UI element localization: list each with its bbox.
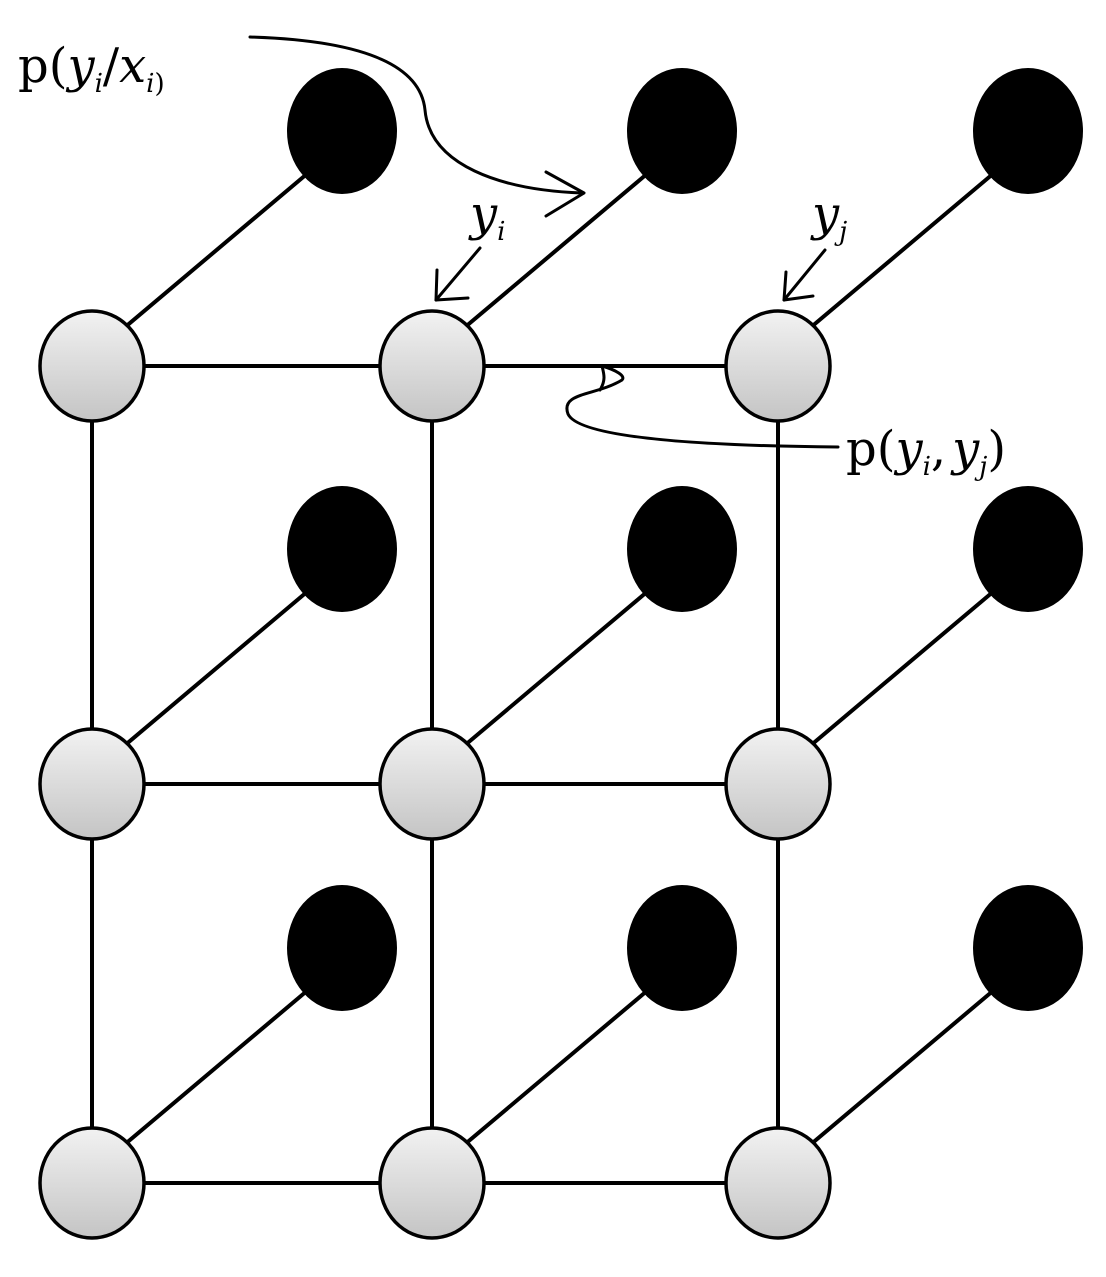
observation-edge: [808, 988, 996, 1147]
observation-edge: [808, 171, 996, 330]
pairwise-potential-arrow: [565, 364, 840, 449]
hidden-node-y: [378, 309, 486, 423]
hidden-node-y: [724, 1126, 832, 1240]
hidden-nodes: [38, 309, 832, 1240]
pair-comma: ,: [931, 421, 946, 477]
observation-edge: [462, 988, 650, 1147]
observed-node-x: [627, 486, 737, 612]
pair-y1-sub: i: [923, 452, 931, 482]
observation-edge: [808, 589, 996, 748]
observation-edge: [462, 171, 650, 330]
yj-y: y: [810, 186, 840, 242]
yi-sub: i: [497, 217, 505, 247]
hidden-node-y: [378, 1126, 486, 1240]
unary-potential-label: p(yi/xi): [18, 38, 165, 99]
unary-close: ): [154, 69, 164, 99]
observed-node-x: [973, 885, 1083, 1011]
unary-p: p(: [18, 38, 67, 94]
pair-y2: y: [950, 421, 980, 477]
observation-edges: [122, 171, 996, 1147]
observed-node-x: [287, 885, 397, 1011]
observed-node-x: [973, 486, 1083, 612]
observed-node-x: [287, 68, 397, 194]
pairwise-potential-label: p(yi,yj): [846, 421, 1006, 482]
unary-y-sub: i: [95, 69, 103, 99]
observation-edge: [122, 988, 310, 1147]
hidden-node-y: [378, 727, 486, 841]
yj-label: yj: [810, 186, 847, 247]
yi-arrow: [434, 246, 482, 302]
observation-edge: [462, 589, 650, 748]
hidden-node-y: [724, 309, 832, 423]
grid-edges: [90, 364, 780, 1185]
pair-y1: y: [893, 421, 923, 477]
observation-edge: [122, 589, 310, 748]
unary-x: x: [119, 38, 146, 94]
unary-x-sub: i: [146, 69, 154, 99]
unary-potential-arrow: [248, 35, 586, 218]
observed-node-x: [973, 68, 1083, 194]
observed-node-x: [627, 68, 737, 194]
hidden-node-y: [38, 1126, 146, 1240]
pair-close: ): [987, 421, 1006, 477]
pair-p: p(: [846, 421, 895, 477]
observed-nodes: [287, 68, 1083, 1011]
hidden-node-y: [724, 727, 832, 841]
yi-y: y: [468, 186, 498, 242]
observed-node-x: [287, 486, 397, 612]
yi-label: yi: [468, 186, 505, 247]
hidden-node-y: [38, 727, 146, 841]
yj-arrow: [782, 248, 827, 302]
observed-node-x: [627, 885, 737, 1011]
observation-edge: [122, 171, 310, 330]
hidden-node-y: [38, 309, 146, 423]
unary-y: y: [65, 38, 95, 94]
unary-slash: /: [103, 38, 120, 94]
